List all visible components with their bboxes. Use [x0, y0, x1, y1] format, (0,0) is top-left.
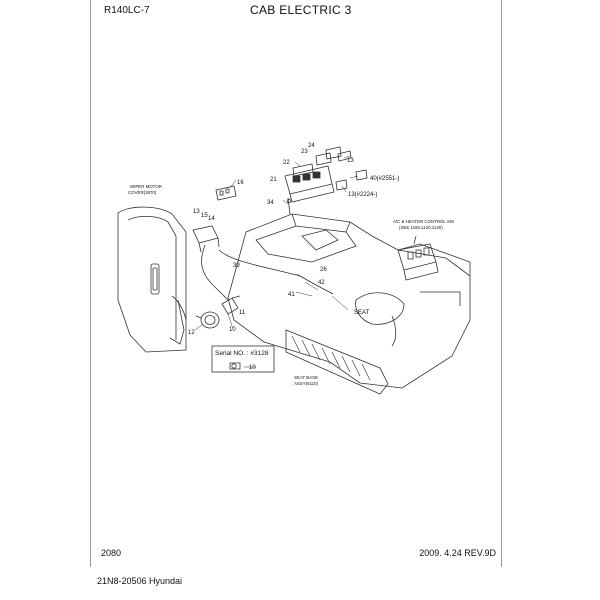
callout-12: 12 — [188, 330, 195, 336]
relay-13a — [337, 150, 352, 162]
serial-box — [211, 345, 275, 373]
note-seat-base: SEAT BASE — [294, 375, 318, 380]
cab-rear-panel-inner — [127, 216, 177, 340]
model-code: R140LC-7 — [104, 5, 150, 16]
bolt-34 — [287, 197, 291, 215]
note-seat-base-assy: ASSY(6110) — [294, 381, 319, 386]
callout-16: 16 — [237, 180, 244, 186]
panel-slot-inner — [152, 267, 158, 291]
callout-24: 24 — [308, 143, 315, 149]
console-top — [255, 225, 357, 263]
callout-34: 34 — [267, 200, 274, 206]
callout-10: 10 — [229, 327, 236, 333]
connector-11 — [221, 297, 239, 315]
wire-harness-26 — [218, 249, 334, 295]
note-ac-heater: A/C & HEATER CONTROL SW — [393, 219, 455, 224]
callout-42: 42 — [318, 280, 325, 286]
relay-24 — [325, 146, 342, 160]
side-panel — [397, 243, 471, 276]
panel-slot — [150, 263, 160, 295]
document-caption: 21N8-20506 Hyundai — [97, 576, 183, 586]
callout-21: 21 — [270, 177, 277, 183]
console-cavity — [301, 229, 339, 251]
switch-16 — [215, 185, 237, 201]
cab-frame-edge — [171, 295, 187, 321]
note-wiper-motor: WIPER MOTOR — [130, 184, 162, 189]
cab-rear-panel — [117, 206, 187, 353]
relay-23 — [315, 152, 332, 166]
relay-22 — [292, 163, 314, 177]
page-number: 2080 — [101, 548, 122, 558]
callout-15: 15 — [201, 213, 208, 219]
drawing-sheet — [90, 0, 502, 567]
callout-39: 39 — [233, 263, 240, 269]
callout-13: 13 — [347, 158, 354, 164]
callout-40: 40(#2551-) — [370, 176, 399, 182]
serial-number-label: Serial NO. : #3128 — [215, 350, 269, 357]
relay-13b — [335, 179, 348, 191]
page-title: CAB ELECTRIC 3 — [250, 3, 352, 17]
note-seat: SEAT — [354, 310, 370, 316]
socket-12 — [200, 311, 220, 329]
note-ac-see: (SEE 1150,1120,1140) — [399, 225, 443, 230]
seat-base — [285, 329, 389, 395]
callout-14: 14 — [208, 216, 215, 222]
wiper-switch — [192, 225, 219, 244]
bulb-10 — [229, 362, 241, 370]
relay-40 — [355, 169, 368, 181]
callout-11: 11 — [239, 310, 246, 316]
note-wiper-cover: COVER(2870) — [128, 190, 157, 195]
seat-hole — [355, 292, 405, 325]
callout-10-serial: 10 — [249, 365, 256, 371]
callout-23: 23 — [301, 149, 308, 155]
console-body — [227, 213, 471, 389]
callout-26: 26 — [320, 267, 327, 273]
wire-harness-39 — [201, 244, 229, 301]
callout-13-2224: 13(#2224-) — [348, 192, 377, 198]
revision-date: 2009. 4.24 REV.9D — [419, 548, 496, 558]
callout-41: 41 — [288, 292, 295, 298]
callout-22: 22 — [283, 160, 290, 166]
callout-13-wiper: 13 — [193, 209, 200, 215]
